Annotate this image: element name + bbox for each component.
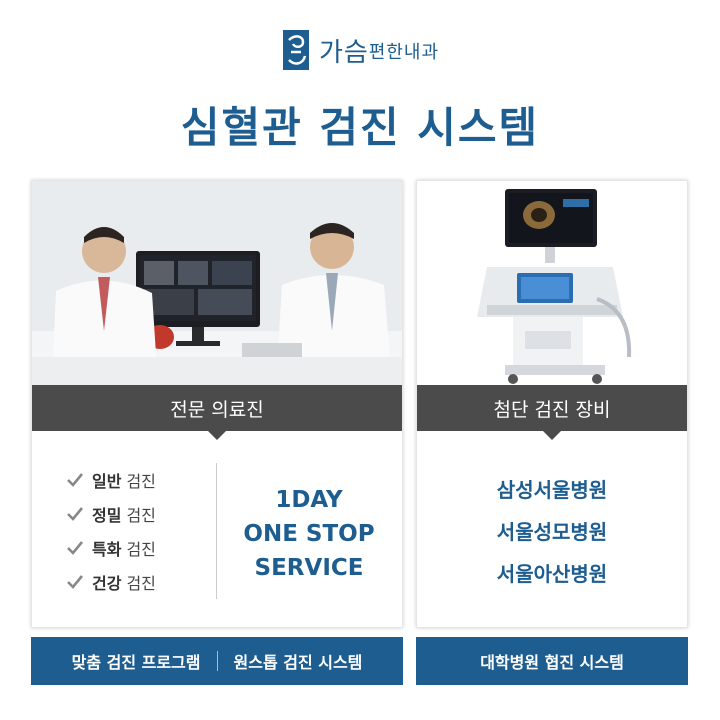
list-item: 일반 검진 — [66, 463, 156, 497]
list-item: 정밀 검진 — [66, 497, 156, 531]
doctors-illustration — [32, 181, 402, 385]
logo-part1: 가슴 — [318, 37, 369, 68]
checkup-type: 특화 — [92, 540, 122, 559]
logo-part2: 편한내과 — [368, 41, 440, 63]
advanced-equipment-card: 첨단 검진 장비 삼성서울병원 서울성모병원 서울아산병원 — [416, 180, 688, 628]
doctors-photo — [32, 181, 402, 385]
footer-divider — [216, 651, 218, 671]
expert-staff-banner: 전문 의료진 — [32, 385, 402, 440]
checkup-type: 건강 — [92, 574, 122, 593]
one-stop-system-label: 원스톱 검진 시스템 — [233, 653, 363, 672]
clinic-logo-icon — [282, 30, 309, 70]
divider — [216, 463, 217, 599]
footer-bar-right: 대학병원 협진 시스템 — [416, 637, 688, 685]
checkup-type: 일반 — [92, 472, 122, 491]
oneday-line-1: 1DAY — [275, 487, 343, 513]
check-icon — [67, 507, 84, 521]
checkup-label: 검진 — [126, 574, 156, 593]
logo-text: 가슴편한내과 — [319, 32, 439, 69]
checkup-type: 정밀 — [92, 506, 122, 525]
one-stop-service-text: 1DAY ONE STOP SERVICE — [228, 483, 390, 585]
list-item: 특화 검진 — [66, 531, 156, 565]
checkup-label: 검진 — [126, 506, 156, 525]
checkup-label: 검진 — [126, 540, 156, 559]
checkup-list: 일반 검진 정밀 검진 특화 검진 건강 검진 — [66, 463, 156, 599]
page-title: 심혈관 검진 시스템 — [180, 103, 540, 152]
list-item: 삼성서울병원 — [496, 478, 608, 502]
checkup-label: 검진 — [126, 472, 156, 491]
ultrasound-machine-illustration — [417, 181, 687, 385]
logo: 가슴편한내과 — [0, 20, 720, 80]
custom-program-label: 맞춤 검진 프로그램 — [71, 653, 201, 672]
check-icon — [67, 575, 84, 589]
header: 가슴편한내과 심혈관 검진 시스템 — [0, 0, 720, 170]
hospital-collaboration-label: 대학병원 협진 시스템 — [480, 653, 624, 672]
list-item: 서울성모병원 — [496, 520, 608, 544]
list-item: 서울아산병원 — [496, 562, 608, 586]
check-icon — [67, 473, 84, 487]
expert-staff-card: 전문 의료진 일반 검진 정밀 검진 특화 검진 건강 검진 1DAY ONE … — [31, 180, 403, 628]
oneday-line-3: SERVICE — [254, 555, 364, 581]
footer-bar-left: 맞춤 검진 프로그램 원스톱 검진 시스템 — [31, 637, 403, 685]
partner-hospital-list: 삼성서울병원 서울성모병원 서울아산병원 — [417, 469, 687, 595]
advanced-equipment-banner: 첨단 검진 장비 — [417, 385, 687, 440]
check-icon — [67, 541, 84, 555]
oneday-line-2: ONE STOP — [243, 521, 375, 547]
list-item: 건강 검진 — [66, 565, 156, 599]
ultrasound-photo — [417, 181, 687, 385]
